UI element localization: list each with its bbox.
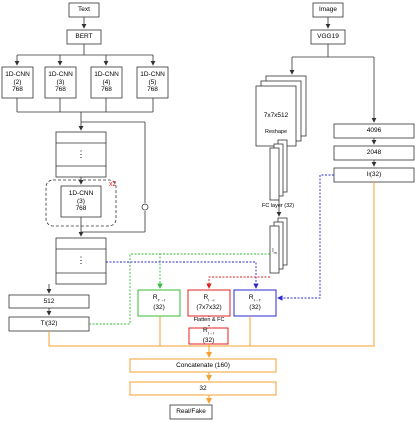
- inner-cnn-block: 1D-CNN (3) 768: [61, 186, 101, 217]
- cnn-block-1-dim: 768: [12, 86, 23, 94]
- image-feature-sub: f: [368, 172, 370, 178]
- regions-sub: rn: [273, 251, 277, 255]
- attn-i-i-size: (7x7x32): [196, 304, 222, 312]
- vgg-label: VGG19: [317, 33, 339, 41]
- cnn-block-1-name: 1D-CNN: [5, 71, 30, 79]
- dense-2048-label: 2048: [366, 149, 382, 157]
- feature-map-box: [255, 85, 297, 147]
- cnn-block-4-kernel: (5): [148, 78, 157, 86]
- image-input-label: Image: [318, 6, 338, 14]
- attn-i-i-fc-main: R: [203, 327, 208, 335]
- text-input-label: Text: [78, 6, 90, 14]
- text-feature-sub: f: [44, 321, 46, 327]
- cnn-block-3-dim: 768: [101, 86, 112, 94]
- feature-stack-2: [55, 237, 107, 285]
- inner-cnn-kernel: (3): [77, 197, 85, 205]
- cnn-block-4-dim: 768: [147, 86, 158, 94]
- reshape-label: Reshape: [264, 129, 288, 135]
- attn-i-i-sub: I→I: [208, 297, 215, 303]
- dense-4096-label: 4096: [366, 127, 382, 135]
- bert-label: BERT: [75, 33, 93, 41]
- attn-i-i-box: [187, 289, 231, 317]
- cnn-block-2: 1D-CNN (3) 768: [45, 67, 76, 98]
- attn-t-i-sub: T→I: [157, 297, 166, 303]
- fc-stack-box: [269, 147, 280, 201]
- flatten-label: Flatten & FC: [186, 317, 232, 325]
- regions-stack-box: [269, 225, 280, 274]
- stack-2-dots: ⋮: [76, 255, 86, 266]
- attn-i-t-size: (32): [249, 304, 261, 312]
- concatenate-label: Concatenate (160): [176, 361, 230, 369]
- cnn-block-2-dim: 768: [55, 86, 66, 94]
- cnn-box-2: [44, 66, 77, 99]
- attn-t-i-main: R: [152, 294, 158, 302]
- cnn-block-4-name: 1D-CNN: [140, 71, 165, 79]
- cnn-block-3: 1D-CNN (4) 768: [91, 67, 122, 98]
- image-feature-rest: (32): [369, 171, 382, 179]
- concatenate-box: [129, 358, 277, 373]
- attn-i-t-sub: I→T: [253, 297, 262, 303]
- cnn-box-4: [136, 66, 169, 99]
- text-feature-main: T: [40, 320, 45, 328]
- image-feature-main: I: [366, 171, 369, 179]
- repeat-label: x2: [109, 181, 117, 188]
- output-label: Real/Fake: [176, 408, 206, 416]
- attn-t-i-box: [137, 289, 181, 317]
- cnn-box-3: [90, 66, 123, 99]
- attn-i-t-main: R: [248, 294, 254, 302]
- stack-1-dots: ⋮: [76, 148, 86, 159]
- inner-cnn-name: 1D-CNN: [68, 190, 94, 198]
- regions-main: I: [272, 248, 274, 254]
- text-feature-rest: (32): [45, 320, 58, 328]
- regions-label: Irn: [270, 248, 279, 258]
- inner-cnn-dim: 768: [75, 205, 87, 213]
- cnn-block-3-name: 1D-CNN: [94, 71, 119, 79]
- cnn-block-1-kernel: (2): [13, 78, 22, 86]
- cnn-block-3-kernel: (4): [102, 78, 111, 86]
- attn-t-i-label: RT→I (32): [138, 290, 180, 316]
- cnn-block-4: 1D-CNN (5) 768: [137, 67, 168, 98]
- attn-i-i-label: RI→I (7x7x32): [188, 290, 230, 316]
- attn-i-i-fc-size: (32): [202, 337, 215, 345]
- cnn-block-1: 1D-CNN (2) 768: [2, 67, 33, 98]
- fc-layer-label: FC layer (32): [261, 203, 295, 209]
- inner-cnn-box: [60, 185, 102, 218]
- output-box: [169, 404, 213, 420]
- dense-32-label: 32: [199, 384, 207, 392]
- cnn-block-2-name: 1D-CNN: [48, 71, 73, 79]
- attn-i-t-label: RI→T (32): [234, 290, 276, 316]
- attn-i-i-fc-label: RI→I (32): [189, 327, 228, 345]
- dense-512-label: 512: [43, 297, 55, 305]
- cnn-block-2-kernel: (3): [56, 78, 65, 86]
- attn-t-i-size: (32): [153, 304, 165, 312]
- feature-map-label: 7x7x512: [263, 112, 289, 120]
- attn-i-i-main: R: [203, 294, 209, 302]
- dense-32-box: [129, 381, 277, 396]
- attn-i-i-fc-sub: I→I: [207, 330, 214, 336]
- attn-i-t-box: [233, 289, 277, 317]
- cnn-box-1: [1, 66, 34, 99]
- feature-stack-1: [55, 131, 107, 178]
